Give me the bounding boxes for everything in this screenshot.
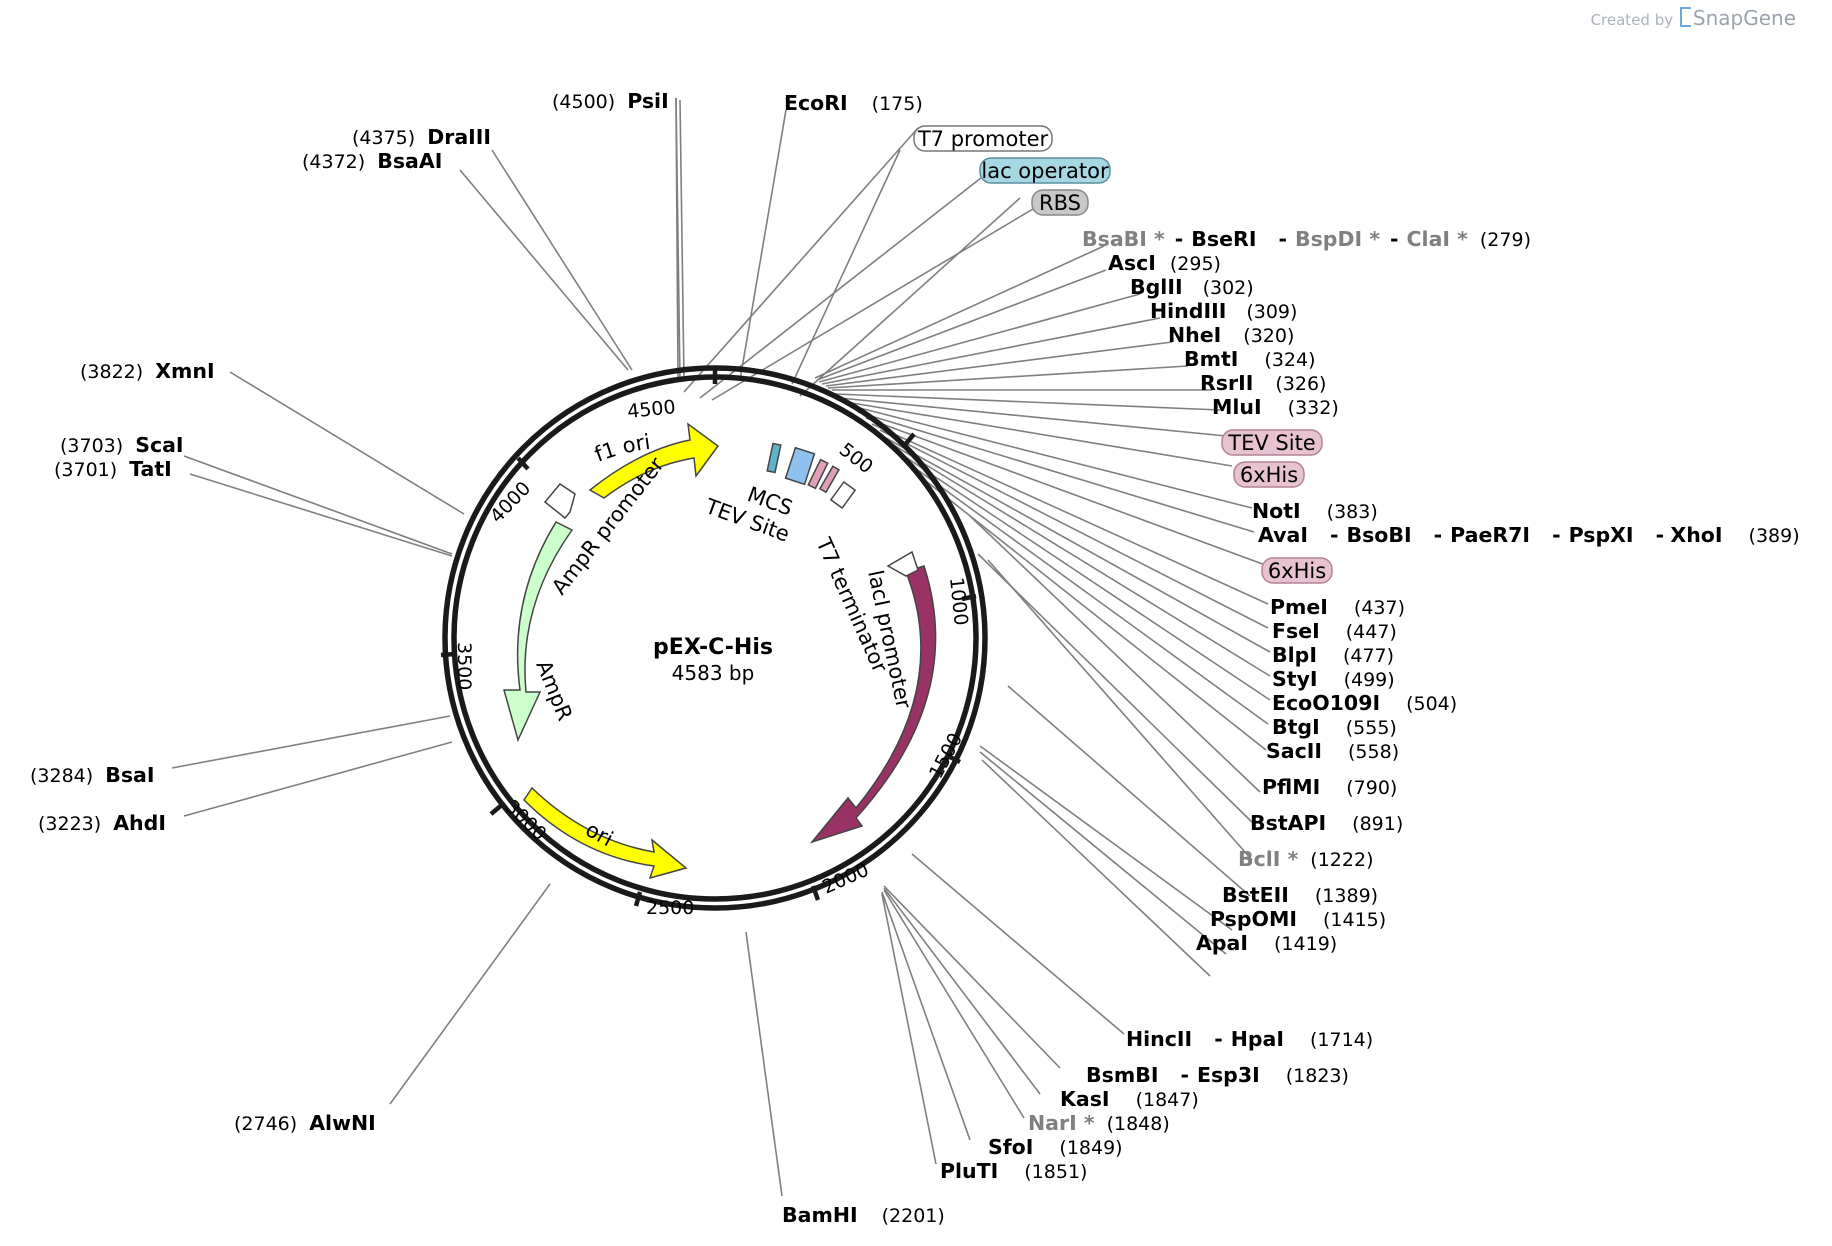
tick-label-4500: 4500 (626, 396, 676, 423)
tev-site-block (807, 458, 829, 490)
site-styi: StyI(499) (1272, 667, 1395, 691)
boxed-labels: T7 promoter lac operator RBS TEV Site 6x… (913, 125, 1333, 584)
site-bsai: (3284)BsaI (30, 763, 154, 787)
tick-label-2500: 2500 (646, 897, 694, 919)
plasmid-length: 4583 bp (672, 661, 755, 685)
site-tati: (3701)TatI (54, 457, 172, 481)
site-pmei: PmeI(437) (1270, 595, 1405, 619)
laci-promoter-arrow (886, 550, 919, 577)
ampr-label: AmpR (531, 657, 577, 724)
site-hindiii: HindIII(309) (1150, 299, 1297, 323)
ori-arrow (523, 786, 688, 880)
site-sacii: SacII(558) (1266, 739, 1399, 763)
site-bstapi: BstAPI(891) (1250, 811, 1403, 835)
site-draiii: (4375)DraIII (352, 125, 491, 149)
site-pluti: PluTI(1851) (940, 1159, 1087, 1183)
tick-label-1000: 1000 (945, 576, 972, 626)
t7-promoter-badge (913, 125, 1053, 152)
ampr-promoter-label: AmpR promoter (547, 453, 669, 600)
ampr-promoter-arrow (543, 483, 576, 520)
rbs-badge (1031, 189, 1089, 216)
site-ecoo109i: EcoO109I(504) (1272, 691, 1457, 715)
ampr-arrow (503, 521, 574, 743)
mcs-block (784, 446, 816, 486)
site-noti: NotI(383) (1252, 499, 1378, 523)
site-scai: (3703)ScaI (60, 433, 184, 457)
6xhis-badge-1 (1233, 461, 1305, 488)
site-xmni: (3822)XmnI (80, 359, 215, 383)
6xhis-block (818, 465, 840, 494)
6xhis-label-1: 6xHis (1240, 463, 1298, 487)
tick-marks (440, 368, 977, 907)
site-blpi: BlpI(477) (1272, 643, 1394, 667)
credit-brand: SnapGene (1692, 6, 1796, 30)
site-bmti: BmtI(324) (1184, 347, 1316, 371)
site-mlui: MluI(332) (1212, 395, 1339, 419)
site-alwni: (2746)AlwNI (234, 1111, 376, 1135)
plasmid-name: pEX-C-His (653, 635, 773, 660)
t7-terminator-box (829, 480, 857, 510)
tick-label-500: 500 (835, 439, 877, 479)
lac-operator-block (766, 442, 782, 474)
site-ecori: EcoRI(175) (784, 91, 923, 115)
snapgene-credit: Created by SnapGene (1591, 6, 1796, 30)
restriction-sites: (4500)PsiI (4375)DraIII (4372)BsaAI (382… (30, 89, 1800, 1227)
site-pflmi: PflMI(790) (1262, 775, 1397, 799)
tick-label-3500: 3500 (453, 642, 475, 690)
snapgene-logo-icon (1679, 7, 1691, 27)
lac-operator-badge (979, 157, 1111, 184)
site-bglii: BglII(302) (1130, 275, 1254, 299)
site-rsrii: RsrII(326) (1200, 371, 1326, 395)
site-kasi: KasI(1847) (1060, 1087, 1199, 1111)
tev-site-badge-label: TEV Site (1227, 431, 1315, 455)
site-bsaai: (4372)BsaAI (302, 149, 442, 173)
t7-promoter-label: T7 promoter (917, 127, 1049, 151)
site-apai: ApaI(1419) (1196, 931, 1337, 955)
credit-prefix: Created by (1590, 11, 1674, 29)
laci-arrow (809, 565, 937, 844)
tev-site-badge (1221, 429, 1323, 456)
site-btgi: BtgI(555) (1272, 715, 1397, 739)
site-ahdi: (3223)AhdI (38, 811, 166, 835)
site-sfoi: SfoI(1849) (988, 1135, 1123, 1159)
rbs-label: RBS (1039, 191, 1081, 215)
6xhis-label-2: 6xHis (1268, 559, 1326, 583)
site-1714-group: HincII-HpaI(1714) (1126, 1027, 1373, 1051)
site-asci: AscI(295) (1108, 251, 1221, 275)
features (503, 422, 937, 880)
site-bamhi: BamHI(2201) (782, 1203, 945, 1227)
6xhis-badge-2 (1261, 557, 1333, 584)
lac-operator-label: lac operator (981, 159, 1109, 183)
f1-ori-arrow (588, 422, 720, 499)
site-1823-group: BsmBI-Esp3I(1823) (1086, 1063, 1349, 1087)
site-pspomi: PspOMI(1415) (1210, 907, 1386, 931)
site-nhei: NheI(320) (1168, 323, 1294, 347)
site-fsei: FseI(447) (1272, 619, 1397, 643)
site-bcli: BclI *(1222) (1238, 847, 1373, 871)
site-nari: NarI *(1848) (1028, 1111, 1170, 1135)
site-bsteii: BstEII(1389) (1222, 883, 1378, 907)
site-279-group: BsaBI *-BseRI-BspDI *-ClaI *(279) (1082, 227, 1531, 251)
leader-lines (171, 97, 1271, 1197)
site-389-group: AvaI-BsoBI-PaeR7I-PspXI-XhoI(389) (1258, 523, 1800, 547)
site-psii: (4500)PsiI (552, 89, 669, 113)
